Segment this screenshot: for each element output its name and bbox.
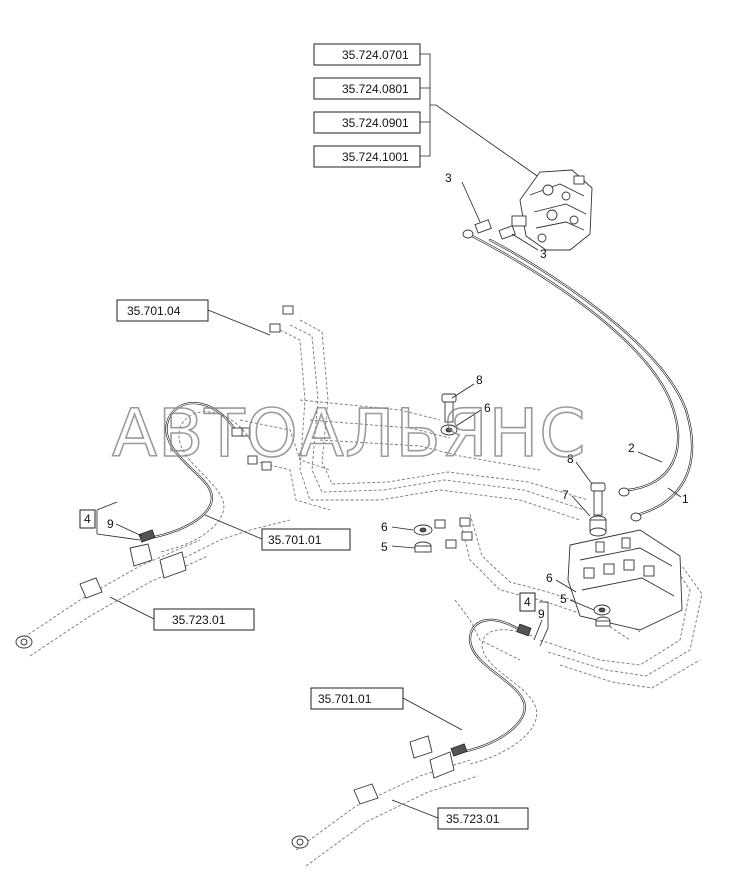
callout-3-lower[interactable]: 3: [540, 247, 547, 261]
callout-9-left[interactable]: 9: [107, 517, 114, 531]
leader-1: [667, 487, 682, 498]
hose-right-top-end: [516, 623, 532, 637]
callout-6-center[interactable]: 6: [484, 401, 491, 415]
ref-label: 35.701.04: [127, 304, 181, 318]
hose-left-end: [138, 529, 156, 543]
ref-leader-35-701-01-left: [204, 514, 263, 540]
leader-9b: [533, 619, 543, 641]
hose-long-1: [488, 238, 694, 516]
ref-label: 35.723.01: [172, 613, 226, 627]
callout-1[interactable]: 1: [682, 492, 689, 506]
leader-3b: [511, 233, 539, 251]
watermark: АВТОАЛЬЯНС: [112, 395, 586, 472]
leader-6b: [391, 526, 414, 531]
rigid-pipes: [179, 319, 703, 689]
leader-bracket-4b: [539, 601, 549, 647]
hose-left-top-end: [231, 427, 243, 437]
ref-label: 35.724.0901: [342, 116, 409, 130]
leader-7: [571, 495, 591, 517]
callout-4-right: 4: [524, 595, 531, 609]
leader-8b: [575, 461, 593, 485]
callout-4-left: 4: [84, 512, 91, 526]
callout-9-right[interactable]: 9: [538, 607, 545, 621]
callout-7[interactable]: 7: [562, 488, 569, 502]
leader-6a: [455, 409, 482, 427]
ref-box-35-723-01-left[interactable]: 35.723.01: [153, 608, 255, 631]
ref-box-35-701-04[interactable]: 35.701.04: [116, 299, 209, 322]
ref-box-35-724-0801[interactable]: 35.724.0801: [313, 77, 421, 100]
leader-3a: [461, 181, 481, 223]
washer-6-right: [593, 604, 611, 616]
washer-6-left: [413, 524, 433, 536]
hose-long-2: [466, 232, 680, 492]
ref-box-35-724-0701[interactable]: 35.724.0701: [313, 43, 421, 66]
ref-box-35-724-1001[interactable]: 35.724.1001: [313, 145, 421, 168]
callout-3-upper[interactable]: 3: [445, 171, 452, 185]
ref-box-35-723-01-right[interactable]: 35.723.01: [437, 807, 529, 830]
ref-leader-35-723-01-left: [109, 596, 155, 620]
leader-5a: [391, 545, 416, 549]
hose-right-inner: [469, 629, 538, 765]
cylinder-left: [15, 539, 209, 657]
washer-6-center: [440, 424, 458, 436]
leader-8a: [451, 383, 475, 399]
ref-label: 35.701.01: [268, 533, 322, 547]
leader-5b: [569, 599, 595, 611]
ref-box-35-701-01-left[interactable]: 35.701.01: [261, 528, 351, 551]
pipe-fittings-left: [239, 305, 473, 549]
ref-leader-35-701-01-right: [402, 697, 463, 731]
callout-6-left[interactable]: 6: [381, 520, 388, 534]
spacer-7: [589, 515, 607, 537]
ref-leader-35-701-04: [207, 309, 271, 336]
bushing-5-left: [414, 541, 432, 553]
ref-label: 35.723.01: [446, 812, 500, 826]
callout-8-center[interactable]: 8: [476, 373, 483, 387]
hose-end-1: [630, 512, 642, 522]
callout-6-right[interactable]: 6: [546, 571, 553, 585]
hose-right-end: [450, 743, 468, 757]
bolt-8-center: [441, 393, 457, 423]
hose-right-outer: [460, 619, 526, 754]
ref-stack-bracket: [420, 53, 541, 179]
hose-top-end-2: [462, 229, 474, 239]
leader-9a: [115, 523, 143, 537]
ref-label: 35.701.01: [318, 692, 372, 706]
hose-left-inner: [159, 411, 251, 553]
ref-box-35-724-0901[interactable]: 35.724.0901: [313, 111, 421, 134]
bushing-5-right: [595, 616, 611, 627]
ref-box-35-701-01-right[interactable]: 35.701.01: [310, 687, 404, 710]
fitting-3-upper: [474, 219, 492, 234]
hose-end-2: [618, 487, 630, 497]
callout-5-right[interactable]: 5: [560, 592, 567, 606]
ref-label: 35.724.1001: [342, 150, 409, 164]
hose-left-outer: [148, 402, 240, 540]
ref-leader-35-723-01-right: [391, 799, 439, 819]
callout-2[interactable]: 2: [628, 441, 635, 455]
callout-8-right[interactable]: 8: [567, 452, 574, 466]
callout-box-4-right[interactable]: 4: [519, 592, 536, 612]
ref-label: 35.724.0701: [342, 48, 409, 62]
callout-5-left[interactable]: 5: [381, 540, 388, 554]
cylinder-right: [291, 735, 479, 867]
fitting-3-lower: [498, 225, 516, 240]
leader-2: [637, 451, 663, 463]
bolt-8-right: [590, 482, 606, 516]
distribution-block: [567, 529, 683, 631]
control-valve: [511, 169, 593, 251]
ref-label: 35.724.0801: [342, 82, 409, 96]
leader-bracket-4a: [96, 501, 141, 541]
leader-6c: [555, 579, 577, 593]
callout-box-4-left[interactable]: 4: [79, 509, 96, 529]
